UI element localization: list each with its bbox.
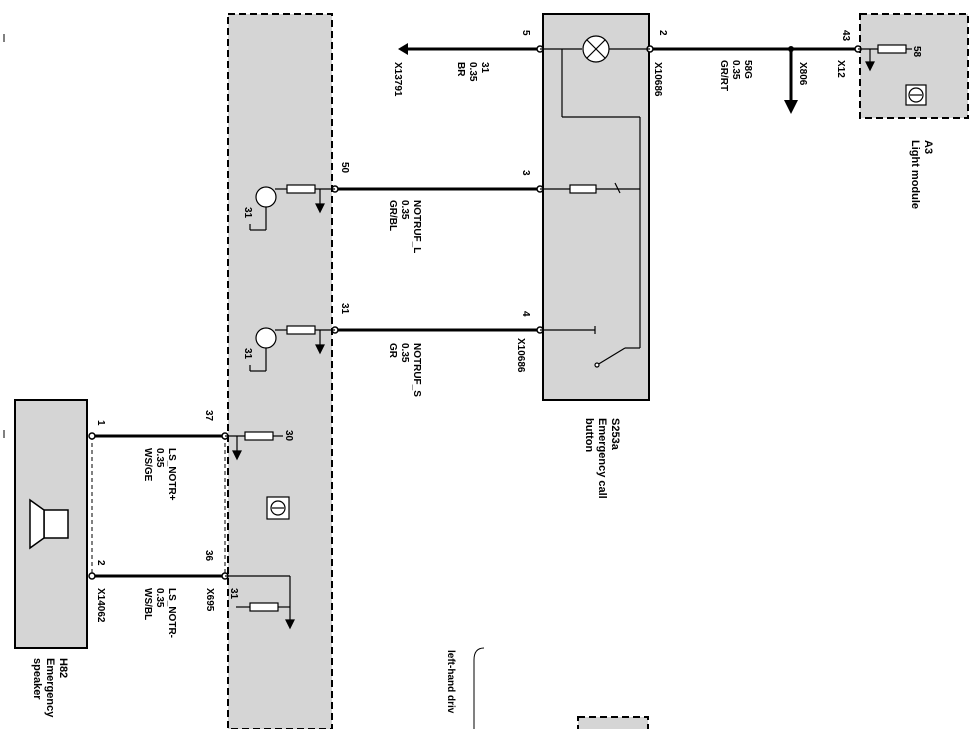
splice-dot <box>788 46 794 52</box>
pin-m-50: 50 <box>339 162 350 174</box>
resistor-30: 30 <box>283 430 294 442</box>
wires <box>92 47 858 578</box>
ground-31-b: 31 <box>242 348 253 360</box>
pin-s-5: 5 <box>520 30 531 36</box>
connector-x14062: X14062 <box>95 588 106 623</box>
a3-internals <box>858 44 927 106</box>
partial-module-box <box>577 716 649 729</box>
wire-ls-plus-signal: LS_NOTR+ <box>166 448 177 501</box>
wire-31-size: 0.35 <box>467 62 478 82</box>
wire-31-color: BR <box>455 62 466 77</box>
s253a-internals <box>540 35 650 368</box>
pin-m-36: 36 <box>203 550 214 562</box>
ground-31-a: 31 <box>242 207 253 219</box>
wire-31-signal: 31 <box>479 62 490 74</box>
transistor-icon <box>255 327 277 349</box>
connector-x806: X806 <box>797 62 808 86</box>
pin-a3-43: 43 <box>840 30 851 42</box>
pin-s-3: 3 <box>520 170 531 176</box>
wire-ls-plus-size: 0.35 <box>154 448 165 468</box>
wire-notruf-l-signal: NOTRUF_L <box>411 200 422 253</box>
wire-notruf-l-color: GR/BL <box>387 200 398 231</box>
wire-notruf-s-color: GR <box>387 343 398 359</box>
connector-x10686-top: X10686 <box>652 62 663 97</box>
control-module-box <box>227 13 333 729</box>
wire-ls-minus-size: 0.35 <box>154 588 165 608</box>
wire-ls-minus-signal: LS_NOTR- <box>166 588 177 638</box>
pin-s-4: 4 <box>520 311 531 317</box>
connector-x695: X695 <box>204 588 215 612</box>
pin-m-31: 31 <box>339 303 350 315</box>
h82-code: H82 <box>57 658 69 678</box>
wire-ls-minus-color: WS/BL <box>142 588 153 620</box>
wire-notruf-s-size: 0.35 <box>399 343 410 363</box>
h82-name-1: Emergency <box>44 658 56 718</box>
wire-58g-signal: 58G <box>742 60 753 79</box>
pin-s-2: 2 <box>657 30 668 36</box>
pin-m-37: 37 <box>203 410 214 422</box>
ground-31-c: 31 <box>228 588 239 600</box>
wire-58g-size: 0.35 <box>730 60 741 80</box>
s253a-name-1: Emergency call <box>596 418 608 499</box>
pin-marker <box>88 572 96 580</box>
pin-h-1: 1 <box>95 420 106 426</box>
speaker-icon <box>29 498 69 550</box>
lhd-note: left-hand driv <box>445 650 456 714</box>
s253a-name-2: button <box>583 418 595 452</box>
wire-ls-plus-color: WS/GE <box>142 448 153 482</box>
wire-notruf-s-signal: NOTRUF_S <box>411 343 422 397</box>
transistor-icon <box>255 186 277 208</box>
pin-marker <box>88 432 96 440</box>
s253a-code: S253a <box>609 418 621 451</box>
connector-x12: X12 <box>835 60 846 78</box>
a3-code: A3 <box>922 140 934 154</box>
connector-x13791: X13791 <box>392 62 403 97</box>
a3-name: Light module <box>909 140 921 209</box>
pin-a3-58: 58 <box>911 46 922 58</box>
note-bracket <box>473 647 485 729</box>
ground-arrow <box>398 43 408 55</box>
h82-name-2: speaker <box>31 658 43 700</box>
emergency-call-button-box <box>542 13 650 401</box>
x806-arrow <box>784 100 798 114</box>
connector-x10686-bottom: X10686 <box>515 338 526 373</box>
pin-h-2: 2 <box>95 560 106 566</box>
module-internals <box>225 184 335 630</box>
wire-58g-color: GR/RT <box>718 60 729 91</box>
wire-notruf-l-size: 0.35 <box>399 200 410 220</box>
